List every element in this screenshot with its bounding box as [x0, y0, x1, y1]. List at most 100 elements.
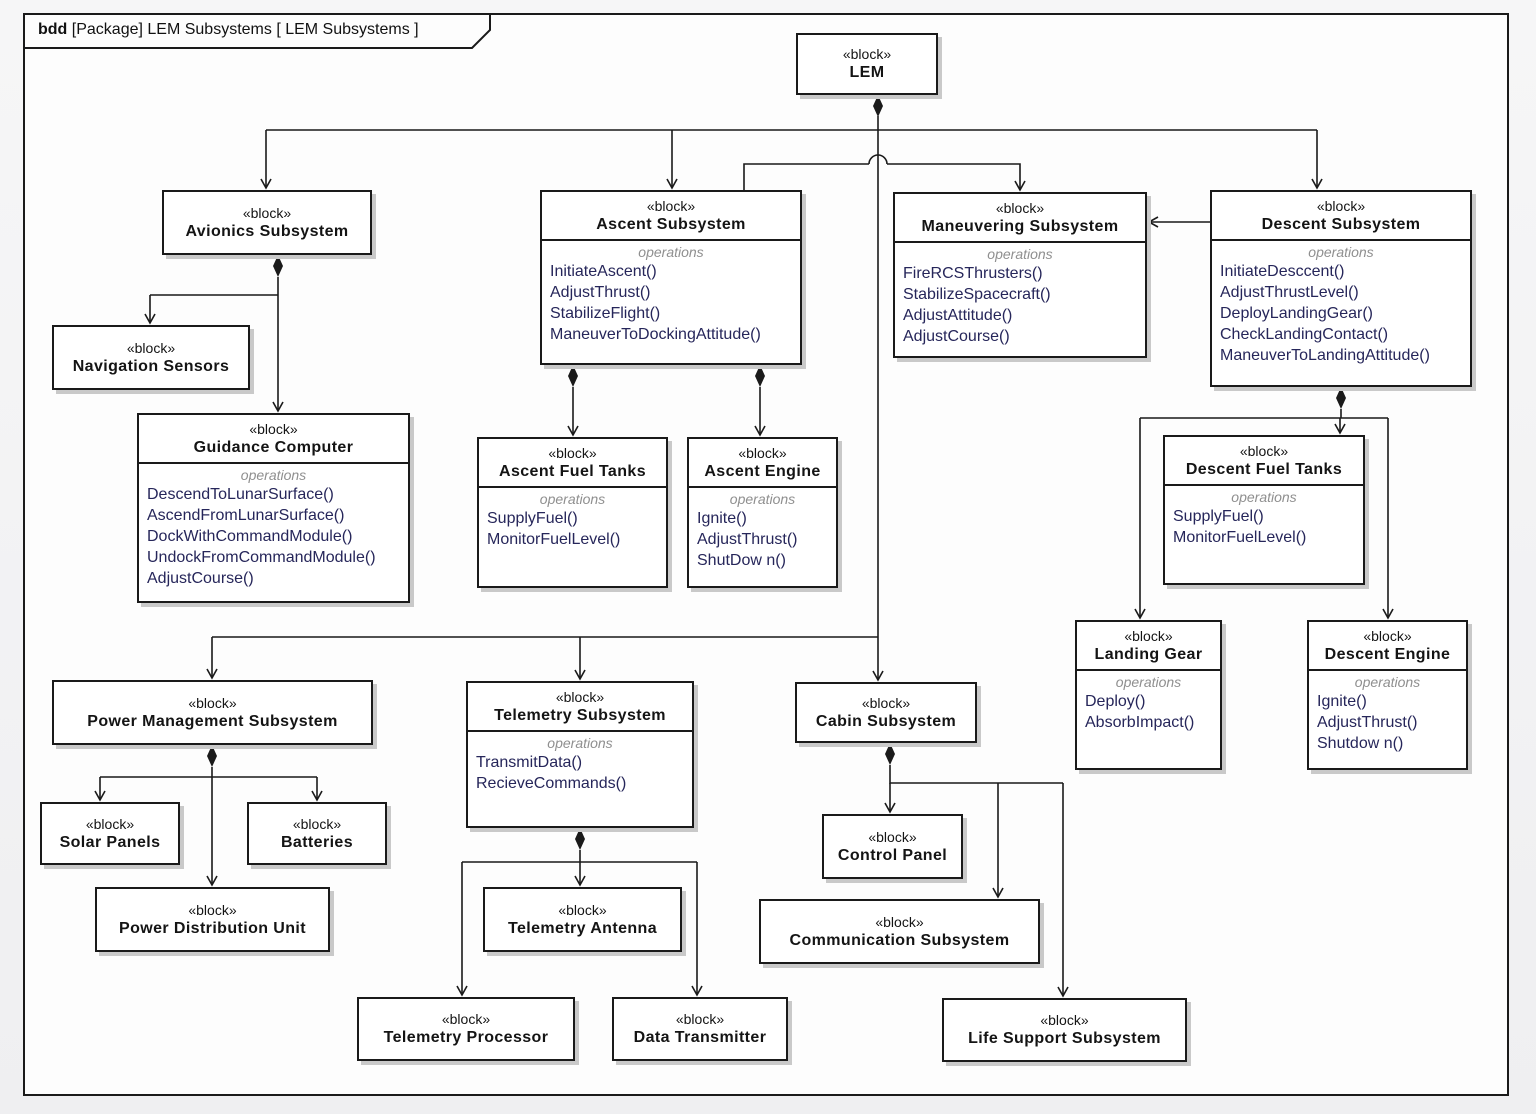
operation: AdjustThrustLevel() — [1220, 284, 1359, 301]
connector-power-branch — [100, 767, 317, 778]
block-ascent-subsystem[interactable]: «block» Ascent Subsystem operations Init… — [540, 190, 802, 365]
operation: Ignite() — [1317, 693, 1367, 710]
operation: TransmitData() — [476, 754, 583, 771]
block-telemetry-antenna[interactable]: «block» Telemetry Antenna — [483, 887, 682, 952]
block-navigation-sensors[interactable]: «block» Navigation Sensors — [52, 325, 250, 390]
operation: AdjustCourse() — [903, 328, 1010, 345]
block-header: «block» Telemetry Antenna — [485, 889, 680, 950]
stereotype-label: «block» — [1363, 628, 1412, 644]
frame-keyword: bdd — [38, 21, 68, 38]
block-name: Cabin Subsystem — [815, 712, 957, 730]
block-data-transmitter[interactable]: «block» Data Transmitter — [612, 997, 788, 1061]
block-power-distribution-unit[interactable]: «block» Power Distribution Unit — [95, 887, 330, 952]
operations-compartment: operations SupplyFuel()MonitorFuelLevel(… — [1165, 486, 1363, 583]
block-life-support-subsystem[interactable]: «block» Life Support Subsystem — [942, 998, 1187, 1062]
operation: AdjustAttitude() — [903, 307, 1013, 324]
operations-list: Ignite()AdjustThrust()ShutDow n() — [697, 508, 828, 571]
operations-compartment: operations Ignite()AdjustThrust()Shutdow… — [1309, 671, 1466, 768]
operations-list: SupplyFuel() MonitorFuelLevel() — [487, 508, 658, 550]
connector-ascent-maneuvering — [743, 154, 1020, 190]
operation: MonitorFuelLevel() — [1173, 529, 1307, 546]
block-name: Power Distribution Unit — [119, 919, 306, 937]
block-header: «block» Communication Subsystem — [761, 901, 1038, 962]
operations-compartment: operations InitiateAscent()AdjustThrust(… — [542, 241, 800, 363]
block-ascent-engine[interactable]: «block» Ascent Engine operations Ignite(… — [687, 437, 838, 588]
operation: MonitorFuelLevel() — [487, 531, 621, 548]
operation: AdjustCourse() — [147, 570, 254, 587]
stereotype-label: «block» — [292, 815, 342, 832]
block-name: Ascent Subsystem — [596, 216, 746, 233]
composition-diamond-lem — [873, 95, 883, 117]
block-maneuvering-subsystem[interactable]: «block» Maneuvering Subsystem operations… — [893, 192, 1147, 358]
block-name: Control Panel — [837, 846, 948, 864]
block-avionics-subsystem[interactable]: «block» Avionics Subsystem — [162, 190, 372, 255]
operation: RecieveCommands() — [476, 775, 627, 792]
block-telemetry-processor[interactable]: «block» Telemetry Processor — [357, 997, 575, 1061]
composition-diamond-cabin — [885, 743, 895, 765]
operation: Ignite() — [697, 510, 747, 527]
operation: SupplyFuel() — [487, 510, 578, 527]
block-name: Descent Subsystem — [1261, 216, 1421, 233]
operations-compartment: operations InitiateDesccent() AdjustThrus… — [1212, 241, 1470, 385]
operation: InitiateAscent() — [550, 263, 657, 280]
block-lem[interactable]: «block» LEM — [796, 33, 938, 95]
block-header: «block» Solar Panels — [42, 804, 178, 863]
block-name: LEM — [849, 64, 885, 81]
block-descent-subsystem[interactable]: «block» Descent Subsystem operations Ini… — [1210, 190, 1472, 387]
block-descent-engine[interactable]: «block» Descent Engine operations Ignite… — [1307, 620, 1468, 770]
operations-label: operations — [729, 491, 796, 507]
operations-label: operations — [1308, 244, 1374, 260]
operations-list: Deploy()AbsorbImpact() — [1085, 691, 1212, 733]
block-header: «block» Ascent Fuel Tanks — [479, 439, 666, 488]
stereotype-label: «block» — [555, 689, 605, 705]
block-header: «block» Maneuvering Subsystem — [895, 194, 1145, 243]
operation: FireRCSThrusters() — [903, 265, 1043, 282]
block-batteries[interactable]: «block» Batteries — [247, 802, 387, 865]
block-cabin-subsystem[interactable]: «block» Cabin Subsystem — [795, 682, 977, 743]
operation: StabilizeFlight() — [550, 305, 661, 322]
block-descent-fuel-tanks[interactable]: «block» Descent Fuel Tanks operations Su… — [1163, 435, 1365, 585]
operations-list: TransmitData() RecieveCommands() — [476, 752, 684, 794]
operation: DeployLandingGear() — [1220, 305, 1373, 322]
operations-list: SupplyFuel()MonitorFuelLevel() — [1173, 506, 1355, 548]
stereotype-label: «block» — [842, 46, 892, 62]
block-guidance-computer[interactable]: «block» Guidance Computer operations Des… — [137, 413, 410, 603]
block-name: Ascent Fuel Tanks — [499, 463, 646, 480]
block-landing-gear[interactable]: «block» Landing Gear operations Deploy()… — [1075, 620, 1222, 770]
block-name: Landing Gear — [1094, 646, 1203, 663]
stereotype-label: «block» — [126, 339, 176, 356]
block-name: Avionics Subsystem — [185, 222, 349, 240]
block-communication-subsystem[interactable]: «block» Communication Subsystem — [759, 899, 1040, 964]
stereotype-label: «block» — [249, 421, 298, 437]
block-header: «block» Control Panel — [824, 816, 961, 877]
stereotype-label: «block» — [995, 200, 1045, 216]
block-name: Batteries — [280, 833, 354, 851]
block-header: «block» Data Transmitter — [614, 999, 786, 1059]
block-name: Descent Engine — [1324, 646, 1451, 663]
operation: UndockFromCommandModule() — [147, 549, 376, 566]
stereotype-label: «block» — [85, 815, 135, 832]
block-name: Guidance Computer — [193, 439, 354, 456]
block-header: «block» Telemetry Processor — [359, 999, 573, 1059]
operation: InitiateDesccent() — [1220, 263, 1345, 280]
block-name: Telemetry Processor — [383, 1029, 549, 1046]
operation: Deploy() — [1085, 693, 1146, 710]
block-header: «block» Ascent Subsystem — [542, 192, 800, 241]
operation: AdjustThrust() — [550, 284, 651, 301]
block-power-management-subsystem[interactable]: «block» Power Management Subsystem — [52, 680, 373, 745]
operations-label: operations — [1354, 674, 1421, 690]
block-solar-panels[interactable]: «block» Solar Panels — [40, 802, 180, 865]
frame-title-text: [Package] LEM Subsystems [ LEM Subsystem… — [71, 21, 419, 38]
block-header: «block» Ascent Engine — [689, 439, 836, 488]
operations-compartment: operations FireRCSThrusters()StabilizeSp… — [895, 243, 1145, 356]
stereotype-label: «block» — [868, 828, 917, 845]
block-header: «block» Telemetry Subsystem — [468, 683, 692, 732]
stereotype-label: «block» — [1239, 443, 1289, 459]
block-control-panel[interactable]: «block» Control Panel — [822, 814, 963, 879]
composition-diamond-descent — [1336, 387, 1346, 409]
block-header: «block» Batteries — [249, 804, 385, 863]
operations-list: InitiateDesccent() AdjustThrustLevel() Dep… — [1220, 261, 1462, 366]
block-ascent-fuel-tanks[interactable]: «block» Ascent Fuel Tanks operations Sup… — [477, 437, 668, 588]
block-telemetry-subsystem[interactable]: «block» Telemetry Subsystem operations T… — [466, 681, 694, 828]
block-header: «block» Life Support Subsystem — [944, 1000, 1185, 1060]
